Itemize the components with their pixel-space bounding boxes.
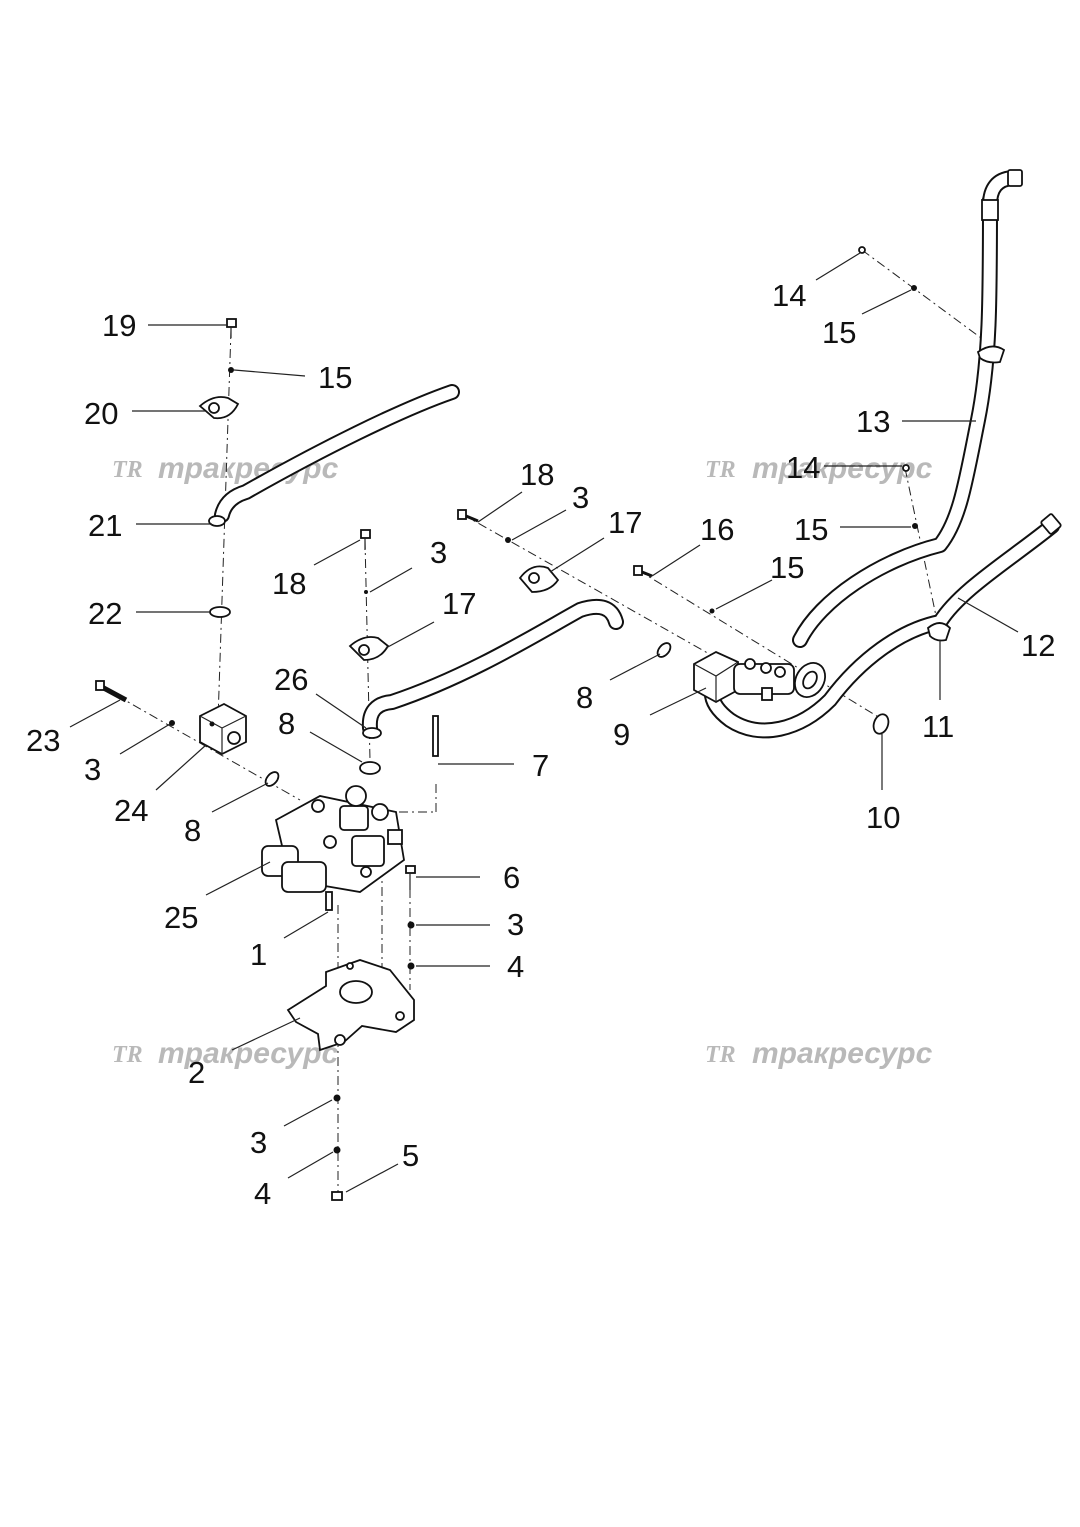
clamp-20 <box>198 396 240 420</box>
callout-3: 3 <box>84 752 101 787</box>
washer-15-lower-right <box>912 523 918 529</box>
clamp-17-center <box>348 636 390 661</box>
o-ring-22 <box>209 606 231 618</box>
callout-labels: 19 15 20 21 22 23 3 24 8 25 1 2 3 4 5 6 … <box>26 278 1055 1211</box>
fitting-26 <box>362 727 382 739</box>
callout-22: 22 <box>88 596 122 631</box>
washer-4-bottom <box>333 1146 341 1154</box>
callout-3: 3 <box>572 480 589 515</box>
callout-4: 4 <box>254 1176 271 1211</box>
callout-19: 19 <box>102 308 136 343</box>
o-ring-8-left <box>264 771 280 787</box>
washer-3-bottom <box>333 1094 341 1102</box>
bolt-18-center <box>360 529 371 550</box>
callout-13: 13 <box>856 404 890 439</box>
callout-20: 20 <box>84 396 118 431</box>
callout-8: 8 <box>278 706 295 741</box>
callout-8: 8 <box>184 813 201 848</box>
bolt-6 <box>405 865 416 890</box>
pin-7 <box>432 715 439 757</box>
callout-15: 15 <box>794 512 828 547</box>
callout-5: 5 <box>402 1138 419 1173</box>
callout-15: 15 <box>822 315 856 350</box>
o-ring-10 <box>872 713 890 735</box>
control-valve-25 <box>261 785 405 893</box>
svg-text:TR: TR <box>112 1042 143 1068</box>
stud-1 <box>325 891 333 911</box>
hose-13-fitting <box>981 169 1023 221</box>
callout-24: 24 <box>114 793 148 828</box>
clamp-17-right <box>518 565 560 593</box>
callout-12: 12 <box>1021 628 1055 663</box>
callout-25: 25 <box>164 900 198 935</box>
callout-21: 21 <box>88 508 122 543</box>
washer-3-left <box>169 720 175 726</box>
hose-12 <box>703 513 1062 739</box>
callout-9: 9 <box>613 717 630 752</box>
callout-2: 2 <box>188 1055 205 1090</box>
bolt-23 <box>95 680 128 703</box>
callout-15: 15 <box>318 360 352 395</box>
callout-16: 16 <box>700 512 734 547</box>
hose-26 <box>361 599 624 736</box>
callout-15: 15 <box>770 550 804 585</box>
callout-18: 18 <box>272 566 306 601</box>
fitting-21 <box>208 515 226 527</box>
washer-3-right <box>407 921 415 929</box>
callout-26: 26 <box>274 662 308 697</box>
callout-4: 4 <box>507 949 524 984</box>
svg-text:TR: TR <box>705 1042 736 1068</box>
bolt-16 <box>633 565 653 578</box>
callout-1: 1 <box>250 937 267 972</box>
callout-8: 8 <box>576 680 593 715</box>
callout-3: 3 <box>430 535 447 570</box>
hose-13 <box>792 192 998 648</box>
watermark-bottom-right: TR тракресурс <box>705 1037 933 1070</box>
bolt-14-upper <box>858 246 866 254</box>
clamp-11 <box>926 622 952 642</box>
manifold-block-9 <box>693 650 826 704</box>
o-ring-8-center <box>359 761 381 775</box>
callout-14: 14 <box>786 450 820 485</box>
washer-15-upper-right <box>911 285 917 291</box>
watermark-bottom-left: TR тракресурс <box>112 1037 339 1070</box>
block-24 <box>199 702 247 756</box>
washer-15-center <box>709 608 715 614</box>
mounting-plate-2 <box>286 959 415 1052</box>
nut-5 <box>331 1191 343 1201</box>
washer-3-center <box>364 590 368 594</box>
bolt-14-lower <box>902 464 910 472</box>
washer-3-right-upper <box>505 537 511 543</box>
callout-11: 11 <box>922 709 954 744</box>
bolt-19 <box>226 318 237 338</box>
o-ring-8-right <box>656 642 672 658</box>
callout-14: 14 <box>772 278 806 313</box>
clamp-13 <box>976 345 1006 364</box>
svg-text:TR: TR <box>705 457 736 483</box>
callout-3: 3 <box>250 1125 267 1160</box>
leader-lines <box>69 252 1019 1193</box>
svg-text:тракресурс: тракресурс <box>752 1037 933 1070</box>
callout-3: 3 <box>507 907 524 942</box>
washer-4-right <box>407 962 415 970</box>
bolt-18-right <box>457 509 479 523</box>
callout-23: 23 <box>26 723 60 758</box>
callout-10: 10 <box>866 800 900 835</box>
svg-text:TR: TR <box>112 457 143 483</box>
callout-7: 7 <box>532 748 549 783</box>
hose-21 <box>214 384 460 523</box>
washer-15-upper-left <box>228 367 234 373</box>
callout-17: 17 <box>608 505 642 540</box>
callout-6: 6 <box>503 860 520 895</box>
callout-17: 17 <box>442 586 476 621</box>
callout-18: 18 <box>520 457 554 492</box>
